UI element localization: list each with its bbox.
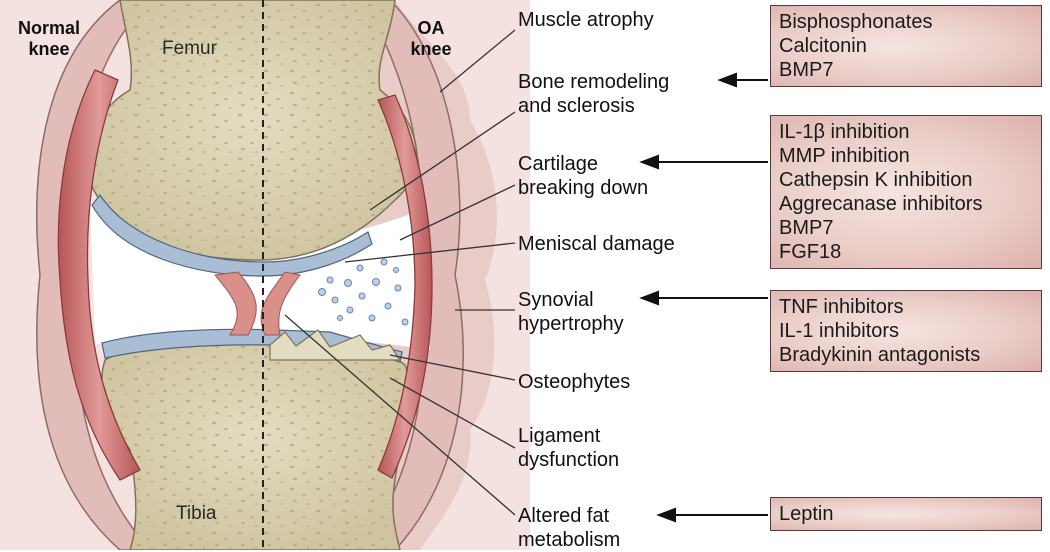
callout-fat: Altered fat metabolism bbox=[518, 504, 620, 552]
treatment-item: IL-1β inhibition bbox=[779, 120, 1033, 144]
treatment-item: Calcitonin bbox=[779, 34, 1033, 58]
treatment-item: BMP7 bbox=[779, 216, 1033, 240]
treatment-item: Leptin bbox=[779, 502, 1033, 526]
callout-osteophytes: Osteophytes bbox=[518, 370, 630, 394]
treatment-item: IL-1 inhibitors bbox=[779, 319, 1033, 343]
treatment-item: Cathepsin K inhibition bbox=[779, 168, 1033, 192]
tibia-label: Tibia bbox=[176, 503, 216, 525]
treatment-item: BMP7 bbox=[779, 58, 1033, 82]
treatment-item: Aggrecanase inhibitors bbox=[779, 192, 1033, 216]
treatment-box-fat: Leptin bbox=[770, 497, 1042, 531]
treatment-item: FGF18 bbox=[779, 240, 1033, 264]
treatment-arrows bbox=[642, 74, 768, 521]
treatment-item: Bradykinin antagonists bbox=[779, 343, 1033, 367]
callout-muscle-atrophy: Muscle atrophy bbox=[518, 8, 654, 32]
treatment-item: MMP inhibition bbox=[779, 144, 1033, 168]
femur-label: Femur bbox=[162, 38, 217, 60]
normal-knee-title: Normal knee bbox=[8, 18, 90, 60]
callout-meniscal: Meniscal damage bbox=[518, 232, 675, 256]
callout-synovial: Synovial hypertrophy bbox=[518, 288, 624, 336]
callout-cartilage: Cartilage breaking down bbox=[518, 152, 648, 200]
treatment-item: Bisphosphonates bbox=[779, 10, 1033, 34]
oa-knee-title: OA knee bbox=[405, 18, 457, 60]
treatment-box-synovial: TNF inhibitors IL-1 inhibitors Bradykini… bbox=[770, 290, 1042, 372]
treatment-item: TNF inhibitors bbox=[779, 295, 1033, 319]
treatment-box-cartilage: IL-1β inhibition MMP inhibition Cathepsi… bbox=[770, 115, 1042, 269]
callout-ligament: Ligament dysfunction bbox=[518, 424, 619, 472]
treatment-box-bone: Bisphosphonates Calcitonin BMP7 bbox=[770, 5, 1042, 87]
callout-bone-remodeling: Bone remodeling and sclerosis bbox=[518, 70, 669, 118]
